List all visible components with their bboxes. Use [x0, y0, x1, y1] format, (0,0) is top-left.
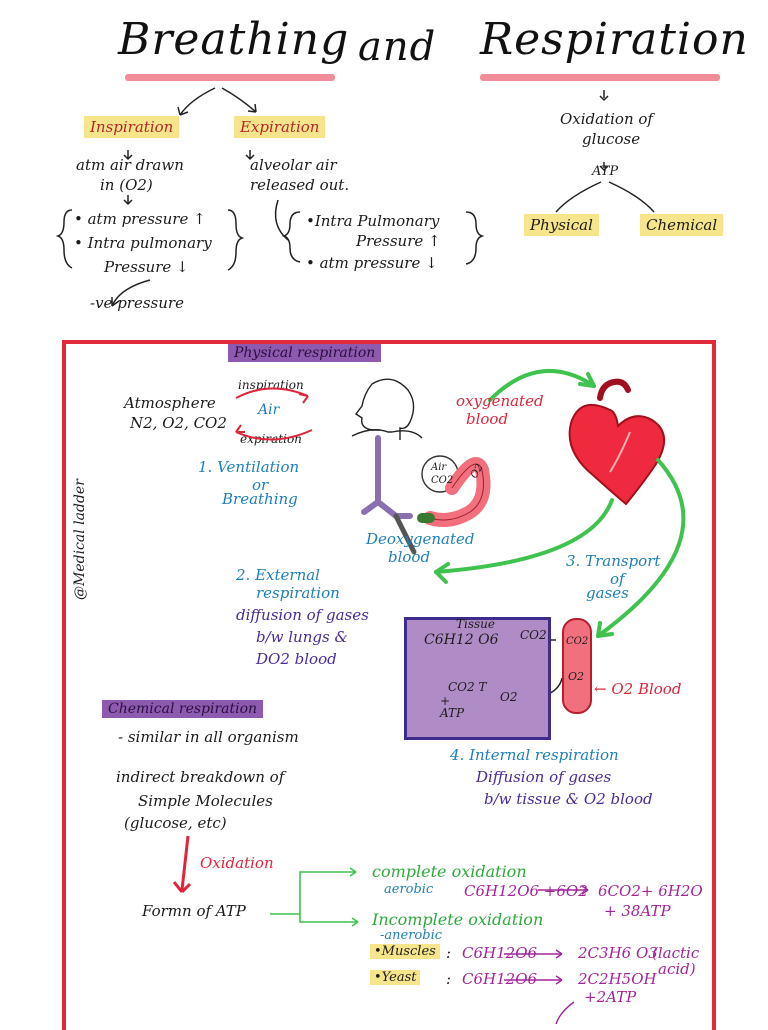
- expiration-bullet1b: Pressure ↑: [356, 232, 441, 250]
- deoxygenated-label: Deoxygenated: [366, 530, 475, 548]
- respiration-atp: ATP: [592, 164, 619, 179]
- inspiration-bullet1: • atm pressure ↑: [74, 210, 206, 228]
- aerobic-eq-left: C6H12O6 +6O2: [464, 882, 588, 900]
- physical-label: Physical: [524, 214, 599, 236]
- step4-line3: b/w tissue & O2 blood: [484, 790, 653, 808]
- step3-line3: gases: [586, 584, 629, 602]
- expiration-bullet1: •Intra Pulmonary: [306, 212, 440, 230]
- yeast-eq-right1: 2C2H5OH: [578, 970, 657, 988]
- lung-air: Air: [431, 462, 447, 473]
- inspiration-line1: atm air drawn: [76, 156, 184, 174]
- formation-atp: Formn of ATP: [142, 902, 246, 920]
- heart: [568, 403, 665, 506]
- expiration-bullet2: • atm pressure ↓: [306, 254, 438, 272]
- step3-line1: 3. Transport: [566, 552, 661, 570]
- inspiration-label: Inspiration: [84, 116, 180, 138]
- atmosphere-label: Atmosphere: [124, 394, 216, 412]
- step3-line2: of: [610, 570, 625, 588]
- step2-line4: b/w lungs &: [256, 628, 348, 646]
- title-respiration: Respiration: [480, 14, 749, 65]
- physical-heading: Physical respiration: [228, 344, 382, 362]
- step4-line2: Diffusion of gases: [476, 768, 612, 786]
- step4-line1: 4. Internal respiration: [450, 746, 619, 764]
- arrow-oxygenated-to-heart: [488, 368, 596, 402]
- chemical-line1: - similar in all organism: [118, 728, 299, 746]
- chemical-line3: Simple Molecules: [138, 792, 273, 810]
- negative-pressure: -ve pressure: [90, 294, 184, 312]
- aerobic-eq-right1: 6CO2+ 6H2O: [598, 882, 703, 900]
- tissue-atp: ATP: [440, 706, 465, 720]
- arrow-to-expiration: [221, 87, 257, 113]
- muscles-eq-left: C6H12O6: [462, 944, 538, 962]
- arrow-heart-to-tissue: [596, 458, 686, 638]
- respiration-line2: glucose: [582, 130, 641, 148]
- step2-line1: 2. External: [236, 566, 320, 584]
- top-connectors: [55, 87, 655, 307]
- expiration-line1: alveolar air: [250, 156, 337, 174]
- step1-line3: Breathing: [222, 490, 298, 508]
- step2-line5: DO2 blood: [256, 650, 337, 668]
- arrow-to-physical: [555, 181, 602, 213]
- expiration-label: Expiration: [234, 116, 326, 138]
- blood-vessel: [562, 618, 592, 714]
- chemical-heading: Chemical respiration: [102, 700, 264, 718]
- step2-line2: respiration: [256, 584, 340, 602]
- chemical-line2: indirect breakdown of: [116, 768, 285, 786]
- tissue-label: Tissue: [456, 617, 495, 631]
- yeast-colon: :: [446, 970, 452, 988]
- lung-co2: CO2: [431, 475, 454, 486]
- title-breathing: Breathing: [118, 14, 350, 65]
- complete-oxidation: complete oxidation: [372, 862, 527, 881]
- oxygenated-label2: blood: [466, 410, 509, 428]
- aerobic-eq-right2: + 38ATP: [604, 902, 671, 920]
- step1-line1: 1. Ventilation: [198, 458, 300, 476]
- yeast-label: •Yeast: [370, 970, 421, 985]
- tissue-box: [404, 617, 551, 740]
- tissue-glucose: C6H12 O6: [424, 632, 499, 648]
- title-underline-left: [125, 74, 335, 81]
- tissue-o2: O2: [500, 690, 518, 704]
- lactic-acid2: acid): [658, 960, 696, 978]
- muscles-eq-right: 2C3H6 O3: [578, 944, 658, 962]
- respiration-line1: Oxidation of: [560, 110, 653, 128]
- step1-line2: or: [252, 476, 269, 494]
- arrow-heart-to-lungs: [434, 498, 614, 574]
- muscles-label: •Muscles: [370, 944, 440, 959]
- oxygenated-label: oxygenated: [456, 392, 544, 410]
- step2-line3: diffusion of gases: [236, 606, 369, 624]
- lactic-acid1: (lactic: [652, 944, 700, 962]
- atmosphere-gases: N2, O2, CO2: [130, 414, 227, 432]
- diagram-frame: [62, 340, 716, 1030]
- arrow-to-inspiration: [179, 87, 216, 116]
- air-label: Air: [258, 402, 280, 418]
- inspiration-line2: in (O2): [100, 176, 153, 194]
- expiration-line2: released out.: [250, 176, 350, 194]
- muscles-colon: :: [446, 944, 452, 962]
- tissue-co2-t: CO2 T: [448, 680, 487, 694]
- deoxygenated-label2: blood: [388, 548, 431, 566]
- chemical-line4: (glucose, etc): [124, 814, 227, 832]
- anaerobic-label: -anerobic: [380, 928, 443, 943]
- chemical-label: Chemical: [640, 214, 724, 236]
- tissue-co2: CO2: [520, 628, 547, 642]
- arrow-to-chemical: [608, 181, 655, 213]
- vessel-o2: O2: [568, 670, 585, 683]
- o2-blood-label: ← O2 Blood: [594, 680, 682, 698]
- inspiration-bullet2: • Intra pulmonary: [74, 234, 212, 252]
- inspiration-bullet2b: Pressure ↓: [104, 258, 189, 276]
- physical-drawing: [172, 368, 686, 1025]
- vessel-co2: CO2: [566, 636, 589, 647]
- yeast-eq-left: C6H12O6: [462, 970, 538, 988]
- trachea: [361, 435, 413, 519]
- yeast-eq-right2: +2ATP: [584, 988, 637, 1006]
- incomplete-oxidation: Incomplete oxidation: [372, 910, 544, 929]
- aerobic-label: aerobic: [384, 882, 434, 897]
- title-and: and: [358, 24, 437, 70]
- title-underline-right: [480, 74, 720, 81]
- tissue-plus: +: [440, 694, 451, 708]
- head-outline: [354, 378, 415, 440]
- inspiration-small: inspiration: [238, 378, 304, 392]
- oxidation-label: Oxidation: [200, 854, 274, 872]
